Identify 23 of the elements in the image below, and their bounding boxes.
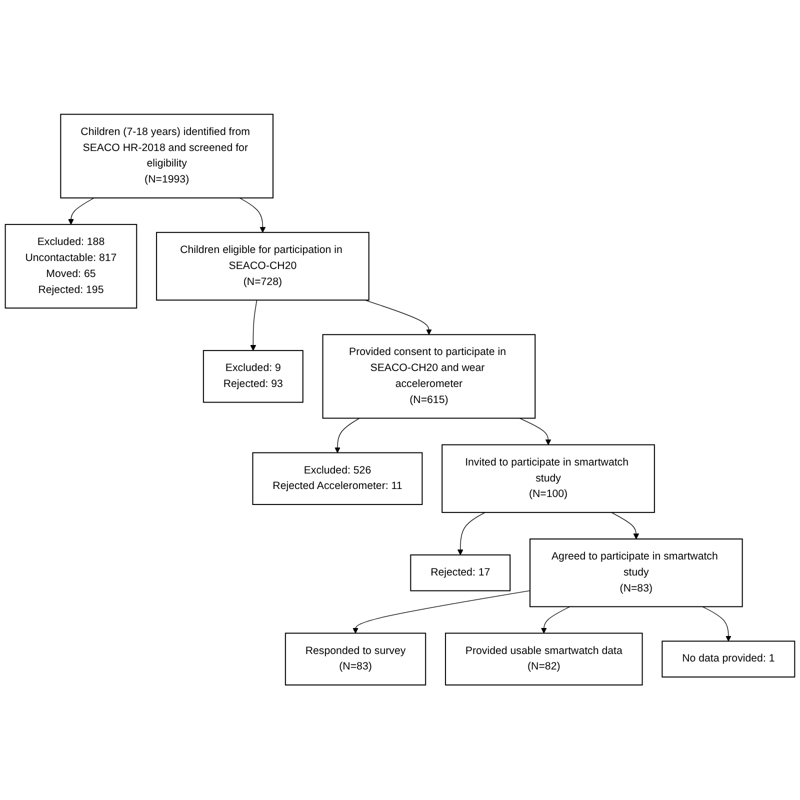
arrow <box>334 418 360 454</box>
node-box: Rejected: 17 <box>410 554 511 592</box>
node-box: Responded to survey (N=83) <box>284 633 426 686</box>
arrow <box>611 512 640 540</box>
arrow <box>364 300 432 336</box>
arrow <box>519 418 552 446</box>
node-box: Children (7-18 years) identified from SEACO HR-2018 and screened for eligibility (N=1993) <box>60 114 274 199</box>
node-box: Provided consent to participate in SEACO-CH20 and wear accelerometer (N=615) <box>322 334 536 420</box>
node-box: Children eligible for participation in SEACO-CH20 (N=728) <box>156 232 370 301</box>
node-box: Excluded: 9 Rejected: 93 <box>202 350 304 404</box>
arrow <box>352 590 530 634</box>
arrow <box>457 512 486 556</box>
node-box: Provided usable smartwatch data (N=82) <box>445 633 643 686</box>
arrow <box>239 198 266 234</box>
node-box: No data provided: 1 <box>662 641 796 678</box>
node-box: Excluded: 188 Uncontactable: 817 Moved: 65 Rejected: 195 <box>4 224 138 309</box>
node-box: Agreed to participate in smartwatch study (N=83) <box>530 538 743 608</box>
arrow <box>540 606 570 634</box>
arrow <box>702 606 732 642</box>
arrow <box>250 300 258 352</box>
arrow <box>68 198 94 226</box>
node-box: Excluded: 526 Rejected Accelerometer: 11 <box>252 452 423 506</box>
node-box: Invited to participate in smartwatch study (N=100) <box>442 444 655 514</box>
